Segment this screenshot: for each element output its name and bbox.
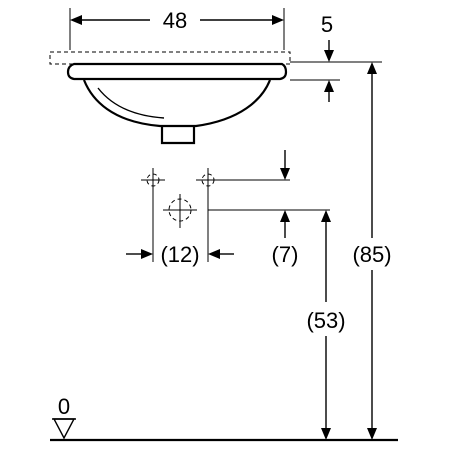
width-arrow-left — [70, 15, 82, 25]
offset-arrow-bottom — [280, 210, 290, 222]
width-dimension: 48 — [69, 8, 285, 50]
spacing-label: (12) — [160, 242, 199, 267]
basin-drain — [160, 126, 196, 145]
drain-connection — [163, 194, 197, 228]
spacing-arrow-right — [208, 249, 220, 259]
offset-label: (7) — [272, 242, 299, 267]
width-label: 48 — [163, 8, 187, 33]
floor-label: 0 — [58, 394, 70, 419]
valve-left — [141, 168, 165, 192]
valve-symbols — [141, 168, 290, 228]
countertop-outline — [49, 51, 291, 65]
valve-right — [196, 168, 290, 192]
conn-height-arrow-bottom — [321, 428, 331, 440]
rim-arrow-bottom — [324, 80, 334, 92]
conn-height-arrow-top — [321, 210, 331, 222]
total-height-arrow-bottom — [367, 428, 377, 440]
conn-height-label: (53) — [306, 308, 345, 333]
basin-inner-line — [97, 87, 165, 119]
valve-spacing-dimension: (12) — [126, 192, 234, 267]
rim-dimension: 5 — [290, 12, 382, 102]
rim-label: 5 — [321, 12, 333, 37]
offset-arrow-top — [280, 168, 290, 180]
connection-height-dimension: (53) — [306, 210, 346, 440]
basin-bowl — [82, 79, 272, 128]
floor-level-triangle-icon — [52, 418, 76, 440]
floor-level: 0 — [50, 394, 398, 442]
rim-arrow-top — [324, 50, 334, 62]
valve-offset-dimension: (7) — [208, 150, 330, 267]
total-height-arrow-top — [367, 62, 377, 74]
basin — [66, 62, 288, 145]
width-arrow-right — [272, 15, 284, 25]
basin-rim — [66, 62, 288, 81]
total-height-dimension: (85) — [352, 62, 392, 440]
spacing-arrow-left — [141, 249, 153, 259]
total-height-label: (85) — [352, 242, 391, 267]
